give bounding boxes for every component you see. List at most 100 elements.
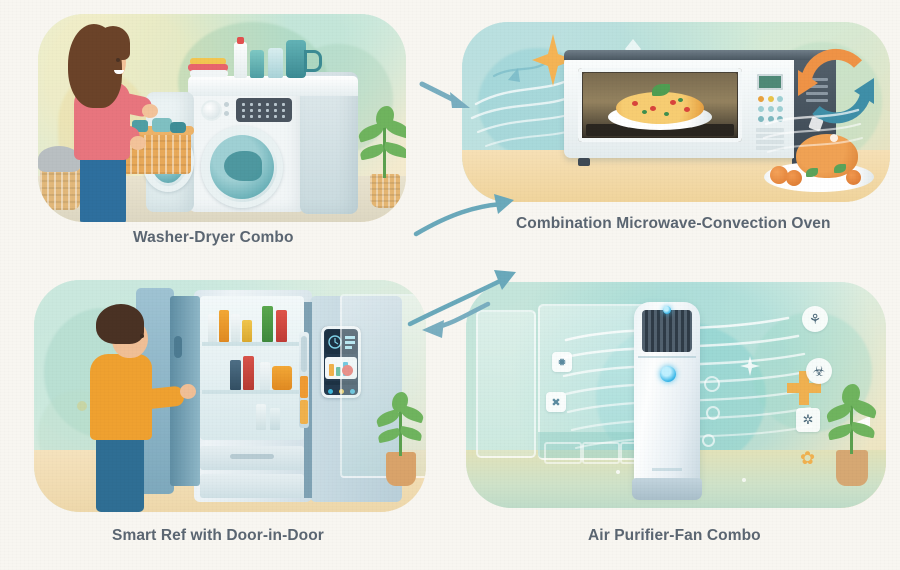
man-pants	[96, 434, 144, 512]
purifier-seam	[652, 468, 682, 471]
air-bubble	[704, 376, 720, 392]
plant-pot	[836, 450, 868, 486]
purifier-control-button[interactable]	[660, 366, 676, 382]
roast-vegetable	[786, 170, 802, 186]
folded-towel	[190, 58, 226, 65]
fridge-bottle	[260, 362, 270, 390]
plant-pot	[370, 174, 400, 208]
woman-eye	[116, 58, 120, 62]
microwave-vent	[806, 85, 828, 88]
purifier-intake-grille	[642, 310, 692, 352]
fridge-shelf	[202, 342, 302, 346]
detergent-jug	[286, 40, 306, 78]
fridge-bottle	[231, 314, 240, 342]
fridge-bottle	[208, 314, 217, 342]
badge-dust-lower: ✖	[546, 392, 566, 412]
microwave-scene	[462, 22, 890, 202]
washer-indicator	[224, 111, 229, 116]
panel-smart-refrigerator	[34, 280, 426, 512]
badge-allergen: ⚘	[802, 306, 828, 332]
filter-icon: ✲	[802, 412, 814, 427]
fridge-bottle	[262, 306, 273, 342]
microwave-vent	[806, 92, 828, 95]
hamper-laundry	[38, 146, 80, 172]
air-bubble	[706, 406, 720, 420]
badge-germ: ☣	[806, 358, 832, 384]
pizza	[616, 92, 704, 124]
washer-drum-glass	[210, 135, 274, 199]
fridge-door-handle[interactable]	[174, 336, 182, 358]
sparkle-icon	[532, 34, 574, 86]
detergent-bottle	[250, 50, 264, 78]
dispenser-slot	[301, 336, 307, 372]
washer-knob[interactable]	[201, 100, 222, 121]
air-bubble	[702, 434, 715, 447]
badge-filter: ✲	[796, 408, 820, 432]
fridge-juice-carton	[272, 366, 292, 390]
caption-washer-dryer: Washer-Dryer Combo	[133, 229, 294, 246]
basket-clothes	[170, 122, 186, 133]
purifier-scene: ⚘ ☣ ✲ ✿ ✹ ✖	[466, 282, 886, 508]
microwave-vent	[806, 99, 828, 102]
purifier-base	[632, 478, 702, 500]
panel-washer-dryer	[38, 14, 406, 222]
woman-hand	[130, 136, 146, 150]
detergent-bottle	[234, 42, 247, 78]
plant-leaf	[376, 106, 394, 128]
caption-air-purifier: Air Purifier-Fan Combo	[588, 527, 761, 544]
fridge-drawer-handle[interactable]	[230, 454, 274, 459]
man-eye	[140, 334, 144, 338]
panel-microwave-oven	[462, 22, 890, 202]
germ-icon: ☣	[812, 362, 826, 379]
purifier-seam	[638, 356, 696, 358]
floor-sparkle	[742, 478, 746, 482]
washer-scene	[38, 14, 406, 222]
fridge-bottle	[243, 356, 254, 390]
woman-hand	[142, 104, 158, 118]
chevron-icon	[508, 68, 520, 82]
fridge-bottle	[256, 404, 266, 430]
screen-indicator	[350, 389, 355, 394]
folded-towel	[190, 70, 228, 77]
convection-arrows-icon	[798, 48, 874, 124]
washer-door[interactable]	[201, 126, 283, 208]
microwave-foot	[578, 158, 590, 166]
microwave-top	[564, 50, 836, 60]
folded-towel	[188, 64, 228, 71]
pollen-icon: ✿	[800, 448, 816, 468]
fridge-shelf	[202, 390, 302, 394]
plus-icon	[787, 371, 821, 405]
badge-dust-upper: ✹	[552, 352, 572, 372]
fridge-drawer[interactable]	[200, 474, 304, 498]
detergent-bottle	[268, 48, 283, 78]
flow-arrow-washer-lower-to-microwave	[413, 194, 514, 237]
washer-indicator	[224, 102, 229, 107]
roast-vegetable	[846, 170, 861, 185]
pizza-basil	[652, 84, 670, 96]
washer-top-panel	[188, 76, 358, 96]
woman-smile	[114, 70, 124, 74]
panel-air-purifier: ⚘ ☣ ✲ ✿ ✹ ✖	[466, 282, 886, 508]
microwave-window[interactable]	[578, 68, 742, 142]
flow-arrow-fridge-to-microwave	[407, 270, 516, 327]
washer-keypad[interactable]	[236, 98, 292, 122]
roast-vegetable	[770, 166, 788, 184]
microwave-vent	[806, 78, 828, 81]
caption-smart-refrigerator: Smart Ref with Door-in-Door	[112, 527, 324, 544]
floor-sparkle	[616, 470, 620, 474]
laundry-hamper	[40, 166, 80, 210]
jug-handle	[304, 50, 322, 72]
allergen-icon: ⚘	[808, 310, 822, 327]
microwave-control-panel[interactable]	[750, 68, 790, 152]
plant-leaf	[392, 392, 408, 412]
caption-microwave-oven: Combination Microwave-Convection Oven	[516, 215, 831, 232]
flow-arrow-microwave-to-purifier	[422, 301, 491, 338]
glass-pane	[544, 442, 582, 464]
garnish-leaf	[834, 164, 846, 173]
screen-indicator	[328, 389, 333, 394]
man-hand	[180, 384, 196, 399]
dust-icon: ✖	[551, 396, 561, 409]
microwave-rack	[586, 124, 734, 136]
fridge-bottle	[230, 360, 241, 390]
